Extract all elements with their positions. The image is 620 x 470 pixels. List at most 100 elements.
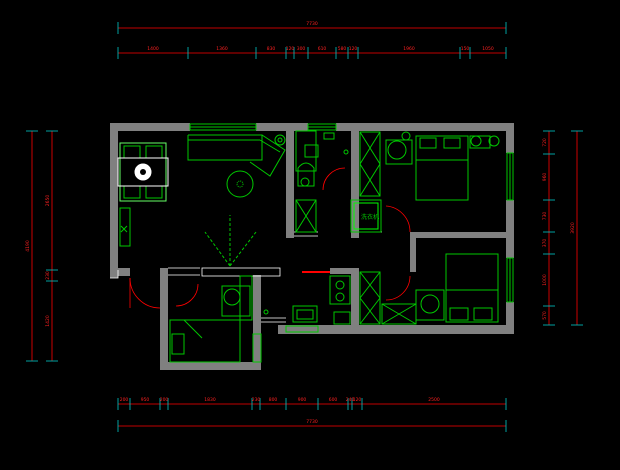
wall-kitchen-bottom [278, 325, 323, 334]
bedroom-2 [169, 275, 253, 363]
top-dim-label-5: 610 [318, 46, 327, 52]
bedroom3-cabinet-cross [359, 271, 381, 325]
right-dim-label-3: 370 [542, 239, 548, 248]
wall-left-jog [110, 268, 130, 276]
master-pillow-1 [419, 137, 437, 149]
wall-left-upper [110, 123, 118, 278]
left-dim-label-2: 1420 [45, 315, 51, 327]
top-dim-label-4: 300 [297, 46, 306, 52]
bedroom2-desk [221, 285, 251, 317]
bedroom3-wardrobe [381, 303, 417, 325]
wall-bath-left [286, 123, 294, 238]
bath-cabinet [295, 199, 317, 233]
door-entry-swing [129, 277, 161, 309]
master-pillow-2 [443, 137, 461, 149]
washer-inner [353, 202, 379, 230]
right-dim-label-0: 720 [542, 138, 548, 147]
wall-right-lower [506, 302, 514, 334]
bedroom2-bed [169, 319, 241, 363]
wardrobe-column [359, 131, 381, 197]
bedroom2-chair [223, 288, 241, 306]
bedroom3-bed [445, 253, 499, 323]
master-nightstand [469, 135, 491, 149]
bedroom3-chair [420, 294, 440, 314]
wall-top-mid [256, 123, 308, 131]
sideboard [119, 207, 131, 247]
wardrobe-column-cross [359, 131, 381, 197]
sofa-back [187, 134, 263, 161]
bottom-dim-label-1: 950 [141, 397, 150, 403]
light-ray-3 [229, 231, 257, 267]
bottom-dim-label-0: 200 [120, 397, 129, 403]
light-ray-1 [204, 231, 231, 267]
entry-counter [201, 267, 281, 277]
side-table-lamp [277, 137, 283, 143]
bottom-dim-overall-label: 7730 [306, 419, 318, 425]
dining-chair-4 [145, 185, 163, 199]
bedroom3-pillow-2 [473, 307, 493, 321]
left-dim-overall-label: 4190 [25, 240, 31, 252]
washer-label: 洗衣机 [361, 213, 379, 221]
bottom-dim-label-2: 200 [160, 397, 169, 403]
bottom-dim-label-6: 900 [298, 397, 307, 403]
bathroom-1-fixtures [295, 130, 349, 233]
window-kitchen-bottom [285, 325, 319, 333]
dining-chair-1 [123, 145, 141, 159]
bedroom2-shelf [239, 275, 253, 321]
door-swings [129, 167, 411, 309]
door-bedroom3-swing [385, 275, 411, 301]
master-bedroom [385, 131, 500, 201]
right-dim-label-5: 570 [542, 311, 548, 320]
top-dim-label-3: 120 [286, 46, 295, 52]
shower-basin [297, 162, 315, 187]
bedroom3-cabinet [359, 271, 381, 325]
window-bedroom2-right [252, 333, 262, 363]
wall-top-left [110, 123, 190, 131]
sofa-corner [249, 134, 286, 177]
bedroom2-blanket-fold [183, 319, 203, 339]
master-lamp-2 [488, 135, 500, 147]
right-dim-label-2: 730 [542, 212, 548, 221]
door-bedroom2-swing [175, 283, 199, 307]
bottom-dim-label-4: 230 [252, 397, 261, 403]
wall-kitchen-top [330, 268, 358, 274]
right-dim-label-1: 960 [542, 173, 548, 182]
top-dim-label-8: 1960 [403, 46, 415, 52]
bottom-dim-label-3: 1830 [204, 397, 216, 403]
bottom-dim-label-10: 2500 [428, 397, 440, 403]
wall-divider-stub [410, 232, 416, 272]
top-dim-label-6: 580 [338, 46, 347, 52]
shower-drain [300, 177, 310, 187]
washer-outline [350, 199, 382, 233]
floor-drain [343, 149, 349, 155]
dining-chair-3 [123, 185, 141, 199]
master-bed [415, 135, 469, 201]
wall-right-mid [506, 200, 514, 258]
master-ceiling-fixture [401, 131, 411, 141]
bottom-dim-label-9: 120 [353, 397, 362, 403]
round-rug-center [236, 180, 244, 188]
walls [110, 123, 514, 370]
dining-centerpiece-core [140, 169, 146, 175]
wall-bedroom2-left [160, 268, 168, 370]
bath-vanity-area [295, 130, 317, 172]
top-dim-label-9: 150 [461, 46, 470, 52]
top-dim-label-0: 1400 [147, 46, 159, 52]
kitchen [263, 275, 351, 325]
stove-burner-2 [335, 292, 345, 302]
bath-small-fixture [323, 132, 335, 140]
dining-table [117, 142, 169, 202]
furniture: 洗衣机 [117, 130, 500, 363]
master-lamp [470, 135, 482, 147]
top-dim-label-2: 830 [267, 46, 276, 52]
top-dim-label-1: 1360 [216, 46, 228, 52]
kitchen-fixture [263, 309, 269, 315]
master-desk [385, 139, 413, 165]
wall-bedroom2-bottom [160, 362, 261, 370]
top-dim-label-7: 120 [349, 46, 358, 52]
fridge [333, 311, 351, 325]
